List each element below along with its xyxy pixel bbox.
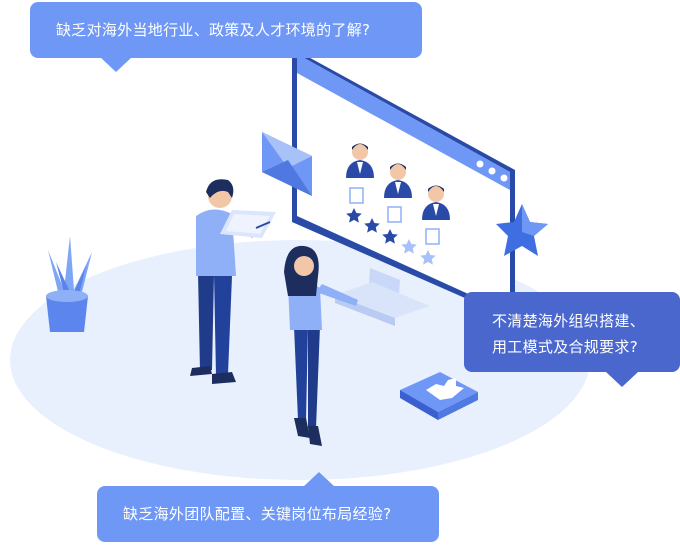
checkbox-outlines	[349, 187, 440, 245]
bubble-tail	[606, 372, 638, 387]
envelope-icon	[262, 132, 312, 196]
thumbs-up-icon	[400, 372, 478, 420]
man-figure	[190, 179, 276, 384]
question-bubble-top: 缺乏对海外当地行业、政策及人才环境的了解?	[30, 2, 422, 72]
star-icon	[496, 204, 548, 256]
question-text-bottom: 缺乏海外团队配置、关键岗位布局经验?	[123, 505, 392, 523]
person-avatar-icon	[346, 143, 450, 220]
question-bubble-right: 不清楚海外组织搭建、 用工模式及合规要求?	[464, 292, 680, 387]
question-bubble-bottom: 缺乏海外团队配置、关键岗位布局经验?	[97, 472, 439, 542]
question-text-right-line1: 不清楚海外组织搭建、	[492, 312, 646, 330]
star-filled-1	[346, 208, 362, 223]
bubble-tail	[100, 57, 132, 72]
plant-icon	[46, 236, 92, 332]
star-filled-3	[382, 229, 398, 244]
question-text-top: 缺乏对海外当地行业、政策及人才环境的了解?	[56, 21, 371, 39]
star-empty-5	[420, 250, 436, 265]
woman-figure	[284, 245, 358, 446]
star-empty-4	[401, 239, 417, 254]
question-text-right-line2: 用工模式及合规要求?	[492, 338, 638, 356]
star-filled-2	[364, 218, 380, 233]
rating-stars	[346, 208, 436, 265]
bubble-tail	[303, 472, 335, 487]
